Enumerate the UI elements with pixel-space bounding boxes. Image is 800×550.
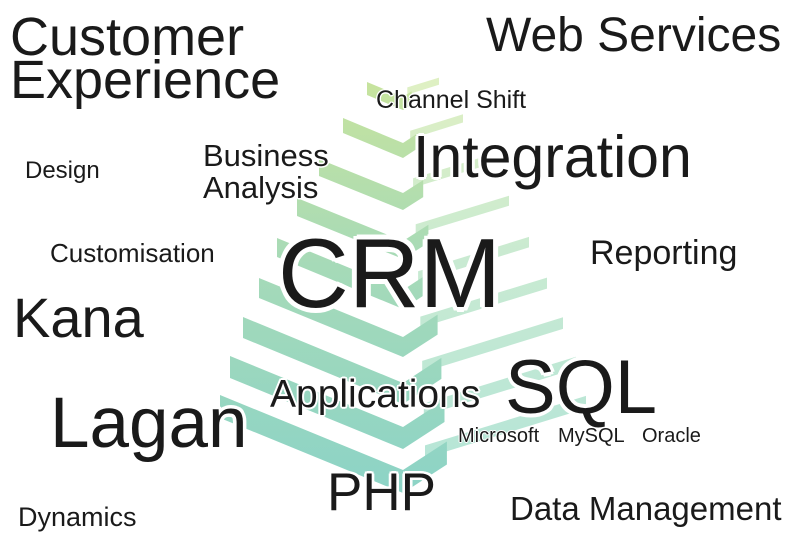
word-customisation: Customisation xyxy=(50,238,215,268)
word-microsoft: Microsoft xyxy=(458,425,540,447)
word-applications: Applications xyxy=(270,373,481,416)
word-sql: SQL xyxy=(505,345,658,430)
word-customer-experience: Customer Experience xyxy=(10,7,281,111)
word-mysql: MySQL xyxy=(558,425,625,447)
word-reporting: Reporting xyxy=(590,234,738,272)
word-php: PHP xyxy=(327,463,436,522)
word-channel-shift: Channel Shift xyxy=(376,86,527,114)
word-web-services: Web Services xyxy=(486,9,782,62)
word-business-analysis: Business Analysis xyxy=(203,138,329,206)
word-dynamics: Dynamics xyxy=(18,502,137,532)
word-oracle: Oracle xyxy=(642,425,701,447)
word-lagan: Lagan xyxy=(50,384,248,463)
word-crm: CRM xyxy=(278,218,502,328)
word-kana: Kana xyxy=(13,286,144,349)
word-integration: Integration xyxy=(413,124,692,190)
word-data-management: Data Management xyxy=(510,490,782,527)
word-design: Design xyxy=(25,157,100,184)
